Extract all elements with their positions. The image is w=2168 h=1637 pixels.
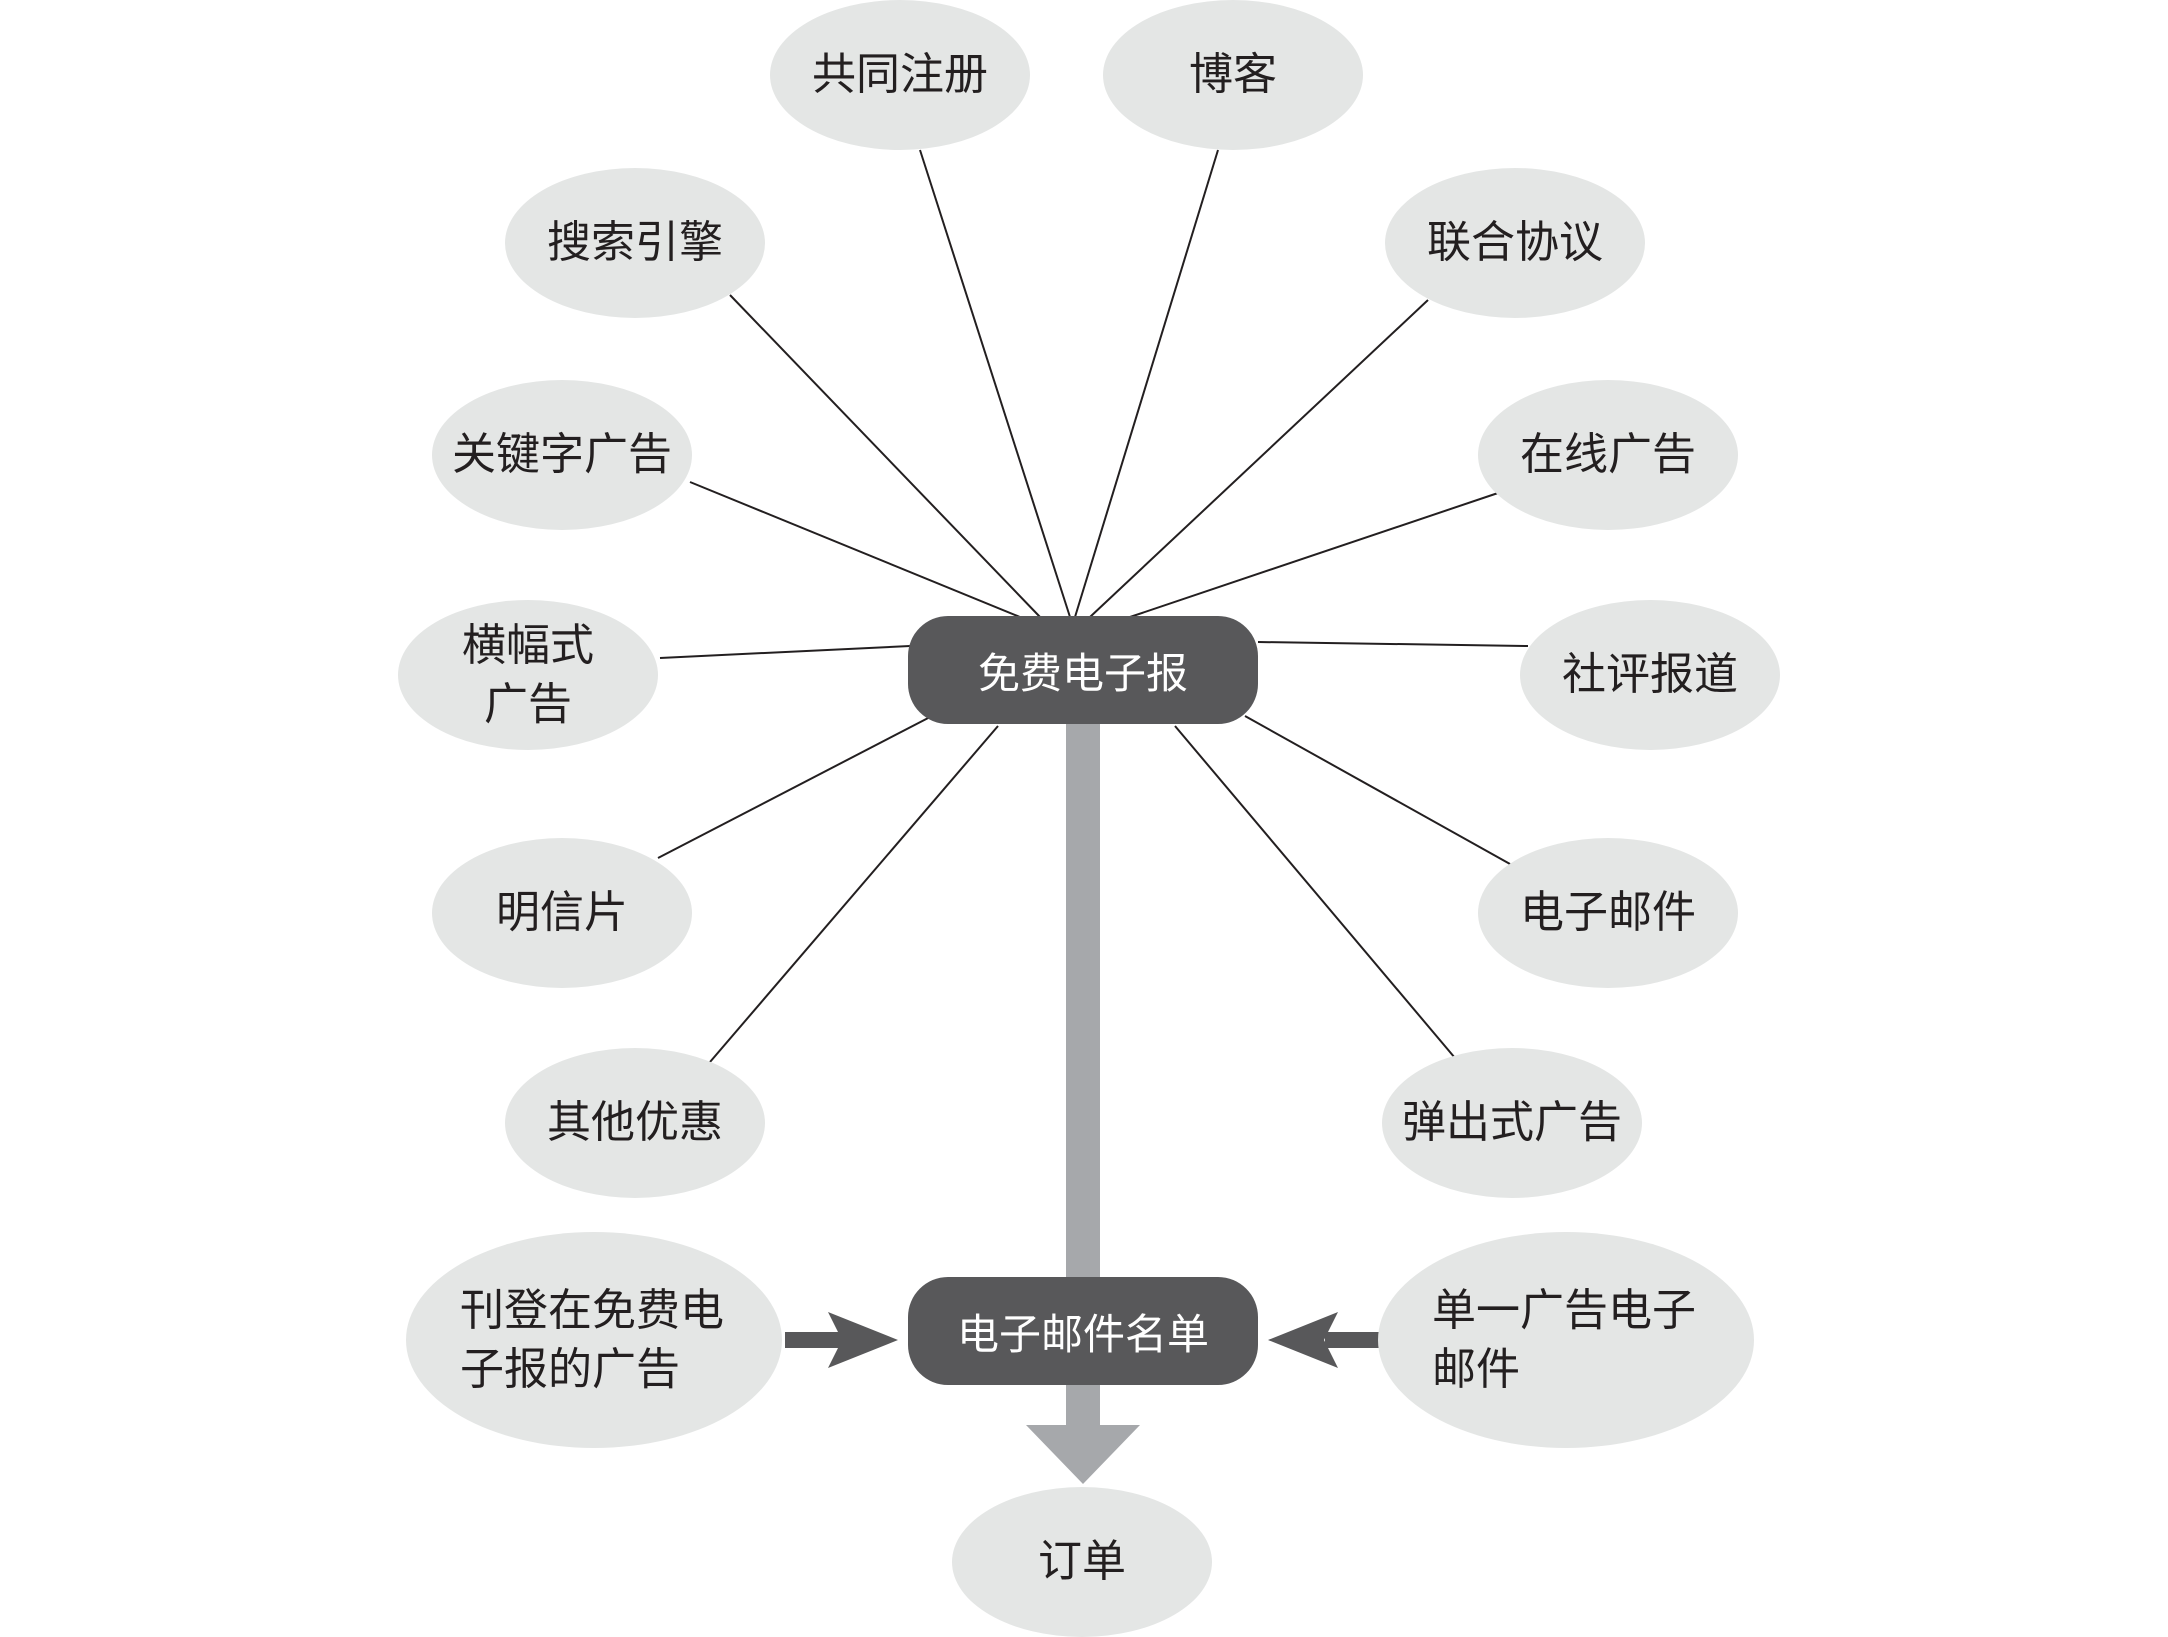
node-banner-ads: 横幅式 广告 [398,600,658,750]
label-affiliate: 联合协议 [1427,217,1603,269]
label-single-ad-email: 单一广告电子 邮件 [1432,1284,1696,1395]
connector-banner-ads [659,645,911,659]
hub-email-list: 电子邮件名单 [908,1277,1258,1385]
label-orders: 订单 [1038,1536,1126,1588]
label-email: 电子邮件 [1520,887,1696,939]
hub-free-newsletter: 免费电子报 [908,616,1258,724]
label-banner-ads: 横幅式 广告 [462,619,594,730]
node-postcards: 明信片 [432,838,692,988]
node-other-offers: 其他优惠 [505,1048,765,1198]
node-co-registration: 共同注册 [770,0,1030,150]
node-orders: 订单 [952,1487,1212,1637]
connector-co-registration [919,149,1071,618]
label-blog: 博客 [1189,49,1277,101]
node-blog: 博客 [1103,0,1363,150]
label-press-reviews: 社评报道 [1562,649,1738,701]
connector-affiliate [1089,299,1429,618]
connector-search-engine [729,294,1041,618]
orders-arrowhead [1026,1425,1140,1484]
node-single-ad-email: 单一广告电子 邮件 [1378,1232,1754,1448]
node-online-ads: 在线广告 [1478,380,1738,530]
node-newsletter-ads: 刊登在免费电 子报的广告 [406,1232,782,1448]
label-online-ads: 在线广告 [1520,429,1696,481]
connector-other-offers [709,725,999,1063]
label-email-list: 电子邮件名单 [956,1309,1209,1359]
label-search-engine: 搜索引擎 [547,217,723,269]
connector-popup-ads [1174,725,1456,1059]
connector-press-reviews [1257,641,1529,647]
left-feed-arrow [785,1312,898,1368]
node-popup-ads: 弹出式广告 [1382,1048,1642,1198]
label-newsletter-ads: 刊登在免费电 子报的广告 [460,1284,724,1395]
node-keyword-ads: 关键字广告 [432,380,692,530]
connector-blog [1074,149,1219,618]
connector-keyword-ads [689,481,1021,618]
label-co-registration: 共同注册 [812,49,988,101]
node-search-engine: 搜索引擎 [505,168,765,318]
label-postcards: 明信片 [496,887,628,939]
label-popup-ads: 弹出式广告 [1402,1097,1622,1149]
node-affiliate: 联合协议 [1385,168,1645,318]
label-keyword-ads: 关键字广告 [452,429,672,481]
label-other-offers: 其他优惠 [547,1097,723,1149]
connector-online-ads [1129,492,1499,618]
connector-email [1244,715,1511,865]
connector-postcards [657,715,933,859]
node-press-reviews: 社评报道 [1520,600,1780,750]
node-email: 电子邮件 [1478,838,1738,988]
label-free-newsletter: 免费电子报 [977,648,1188,698]
right-feed-arrow [1268,1312,1381,1368]
